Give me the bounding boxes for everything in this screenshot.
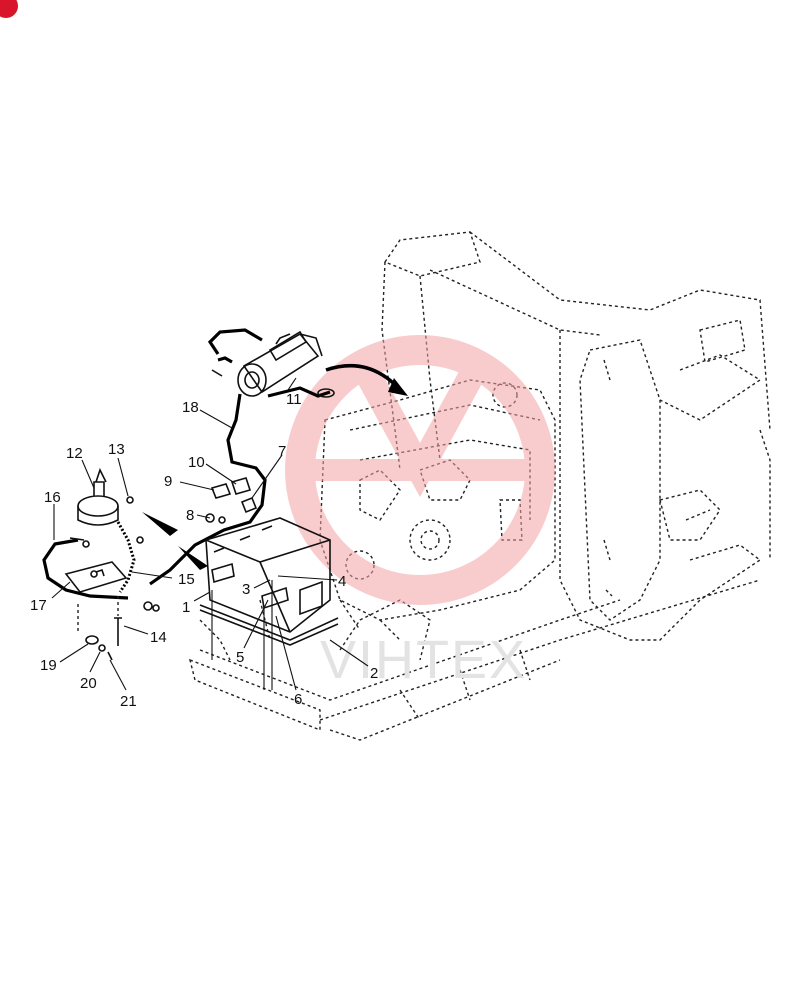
terminal-clamps	[205, 477, 258, 524]
callout-9: 9	[164, 473, 172, 490]
nut-bracket	[143, 601, 153, 611]
bolt-14	[114, 617, 122, 646]
tractor-frame	[188, 231, 771, 741]
callout-7: 7	[278, 443, 286, 460]
callout-8: 8	[186, 507, 194, 524]
callout-20: 20	[80, 675, 97, 692]
screw-21	[107, 651, 113, 661]
install-arrowhead-engine	[388, 378, 408, 396]
callout-19: 19	[40, 657, 57, 674]
starter-cable	[207, 328, 263, 355]
disconnect-switch	[77, 467, 134, 526]
callout-16: 16	[44, 489, 61, 506]
callout-1: 1	[182, 599, 190, 616]
cable-16-lug	[69, 537, 85, 541]
cable-11	[267, 386, 331, 398]
battery-tray-lip	[199, 609, 339, 646]
lockwasher-20	[98, 644, 106, 652]
callout-3: 3	[242, 581, 250, 598]
callout-2: 2	[370, 665, 378, 682]
install-arrow-switch	[142, 512, 178, 536]
nut-switch-a	[82, 540, 90, 548]
callout-14: 14	[150, 629, 167, 646]
mount-guides	[77, 596, 119, 634]
washer-19	[85, 635, 99, 645]
callout-4: 4	[338, 573, 346, 590]
callout-10: 10	[188, 454, 205, 471]
battery	[205, 517, 331, 633]
starter-nut	[211, 369, 223, 377]
callout-18: 18	[182, 399, 199, 416]
starter-lead	[217, 356, 233, 364]
callout-11: 11	[286, 391, 302, 408]
callout-5: 5	[236, 649, 244, 666]
cable-15	[116, 521, 136, 593]
leader-lines	[51, 377, 369, 691]
cable-11-lug	[317, 388, 335, 398]
red-circle-icon	[0, 0, 18, 18]
callout-21: 21	[120, 693, 137, 710]
install-arrow-battery	[178, 546, 208, 570]
callout-15: 15	[178, 571, 195, 588]
switch-bracket	[64, 561, 128, 593]
nut-switch-b	[136, 536, 144, 544]
starter-motor	[237, 330, 323, 397]
cable-18	[149, 393, 267, 586]
watermark-logo	[285, 335, 555, 605]
callout-12: 12	[66, 445, 83, 462]
cable-16	[42, 538, 129, 600]
callout-13: 13	[108, 441, 125, 458]
callout-17: 17	[30, 597, 47, 614]
battery-tray	[199, 604, 339, 641]
callout-6: 6	[294, 691, 302, 708]
watermark-text: VIHTEX	[320, 630, 527, 690]
washer-bracket	[152, 604, 160, 612]
